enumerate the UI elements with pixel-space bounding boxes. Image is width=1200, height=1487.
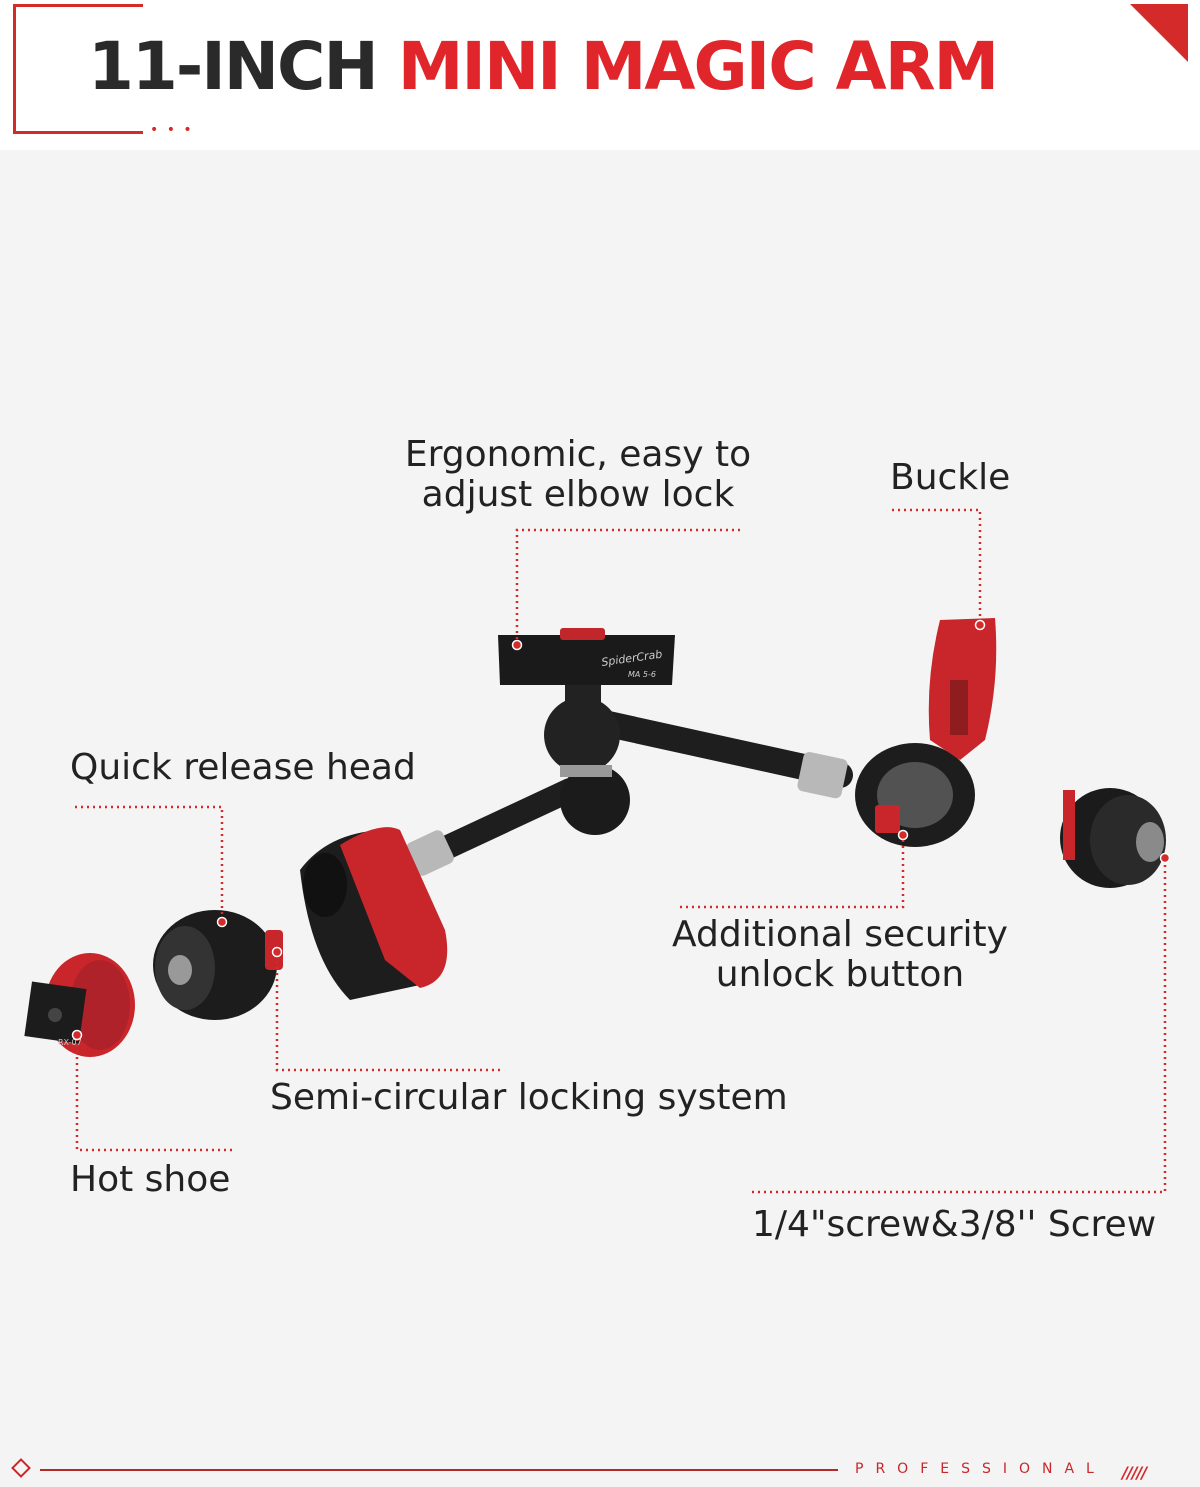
leader-elbow	[515, 528, 740, 645]
elbow-ball-top	[544, 697, 620, 773]
label-hot-shoe: Hot shoe	[70, 1159, 231, 1200]
label-elbow-line2: adjust elbow lock	[421, 474, 735, 515]
leader-buckle	[892, 508, 982, 625]
silver-collar-left	[406, 830, 454, 876]
footer-divider	[40, 1469, 838, 1471]
label-buckle: Buckle	[890, 457, 1011, 498]
silver-collar-right	[797, 751, 848, 799]
label-semi-circular: Semi-circular locking system	[270, 1077, 788, 1118]
leader-quick-release	[75, 805, 224, 922]
upper-rod	[577, 707, 853, 788]
label-elbow-line1: Ergonomic, easy to	[404, 434, 752, 475]
leader-semi-circular	[275, 952, 500, 1072]
label-security: Additional security unlock button	[640, 915, 1040, 995]
page-title: 11-INCH MINI MAGIC ARM	[88, 28, 999, 105]
leader-security	[680, 835, 905, 909]
security-button	[875, 805, 900, 833]
title-frame	[13, 4, 143, 134]
hot-shoe-model: RX-07	[58, 1038, 82, 1047]
label-elbow-lock: Ergonomic, easy to adjust elbow lock	[378, 435, 778, 515]
leader-hot-shoe	[75, 1035, 232, 1152]
label-screw: 1/4"screw&3/8'' Screw	[752, 1204, 1157, 1245]
label-security-line1: Additional security	[672, 914, 1008, 955]
elbow-ball-bottom	[560, 765, 630, 835]
left-clamp-red	[340, 827, 448, 988]
frame-dots: • • •	[150, 122, 194, 138]
footer-tagline: PROFESSIONAL	[855, 1461, 1106, 1477]
corner-triangle	[1130, 4, 1188, 62]
label-quick-release: Quick release head	[70, 747, 416, 788]
footer-stripes: /////	[1122, 1463, 1147, 1482]
title-dark: 11-INCH	[88, 28, 379, 105]
header-band: • • • 11-INCH MINI MAGIC ARM	[0, 0, 1200, 150]
model-logo: MA 5-6	[628, 670, 656, 679]
left-clamp-hole	[303, 853, 347, 917]
label-security-line2: unlock button	[715, 954, 965, 995]
title-red: MINI MAGIC ARM	[397, 28, 999, 105]
elbow-lock-knob	[498, 635, 675, 685]
elbow-ring	[560, 765, 612, 777]
